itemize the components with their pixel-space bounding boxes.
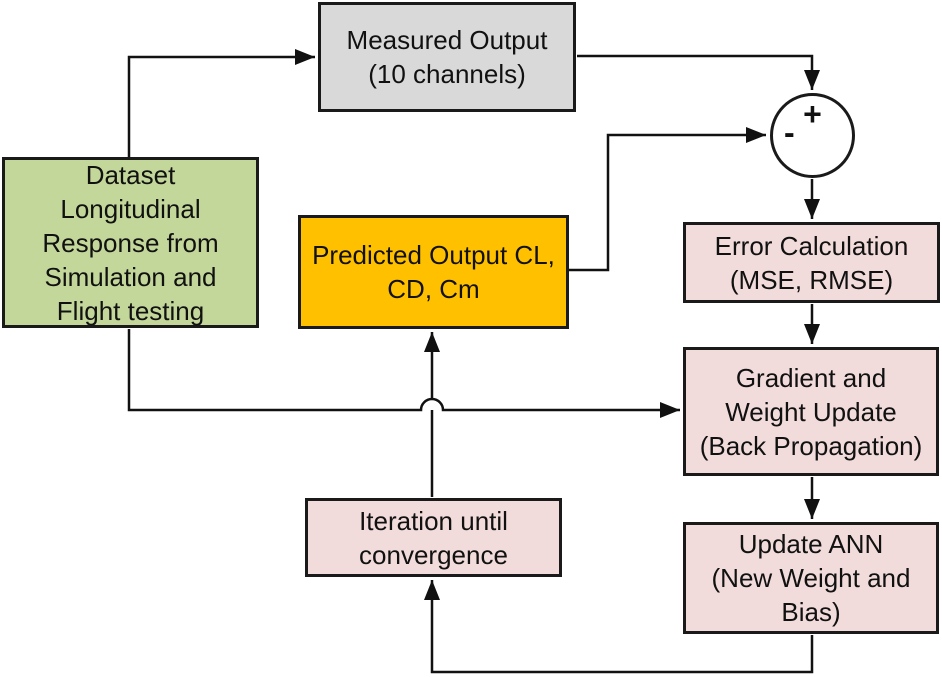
node-predicted-output: Predicted Output CL, CD, Cm [298,215,569,329]
node-label-line: (10 channels) [368,59,526,89]
node-iteration-until-convergence: Iteration until convergence [305,498,562,577]
node-label-line: Predicted Output CL, [312,240,555,270]
node-label-line: (MSE, RMSE) [729,264,894,295]
node-label-line: convergence [359,539,508,570]
arrow-dataset-to-measured [127,49,315,157]
node-label-line: Gradient and [735,362,887,393]
node-label-line: Flight testing [56,295,205,326]
node-label-line: Bias) [781,597,841,627]
node-label-line: Measured Output [346,25,548,55]
node-label-line: Iteration until [359,505,508,536]
sum-junction-circle: + - [770,93,855,178]
node-label-line: (Back Propagation) [699,430,923,461]
node-label-line: Update ANN [738,529,884,559]
node-measured-output: Measured Output (10 channels) [318,2,576,112]
node-label-line: Longitudinal [60,193,201,224]
arrow-measured-to-sum [577,54,820,90]
node-label-line: Simulation and [44,261,217,292]
node-label-line: CD, Cm [387,274,480,304]
minus-sign: - [784,113,795,150]
node-label-line: Error Calculation [714,230,909,261]
arrow-predicted-to-sum [568,127,766,272]
plus-sign: + [803,96,822,132]
node-update-ann: Update ANN (New Weight and Bias) [683,522,939,634]
node-label-line: Dataset [85,159,176,190]
arrow-update-ann-to-iteration [424,580,814,674]
node-dataset: Dataset Longitudinal Response from Simul… [2,157,259,328]
node-error-calculation: Error Calculation (MSE, RMSE) [683,222,940,303]
node-label-line: (New Weight and [711,563,911,593]
node-label-line: Weight Update [725,396,897,427]
arrow-dataset-to-gradient [127,329,680,418]
node-label-line: Response from [42,227,219,258]
node-gradient-weight-update: Gradient and Weight Update (Back Propaga… [683,347,939,476]
